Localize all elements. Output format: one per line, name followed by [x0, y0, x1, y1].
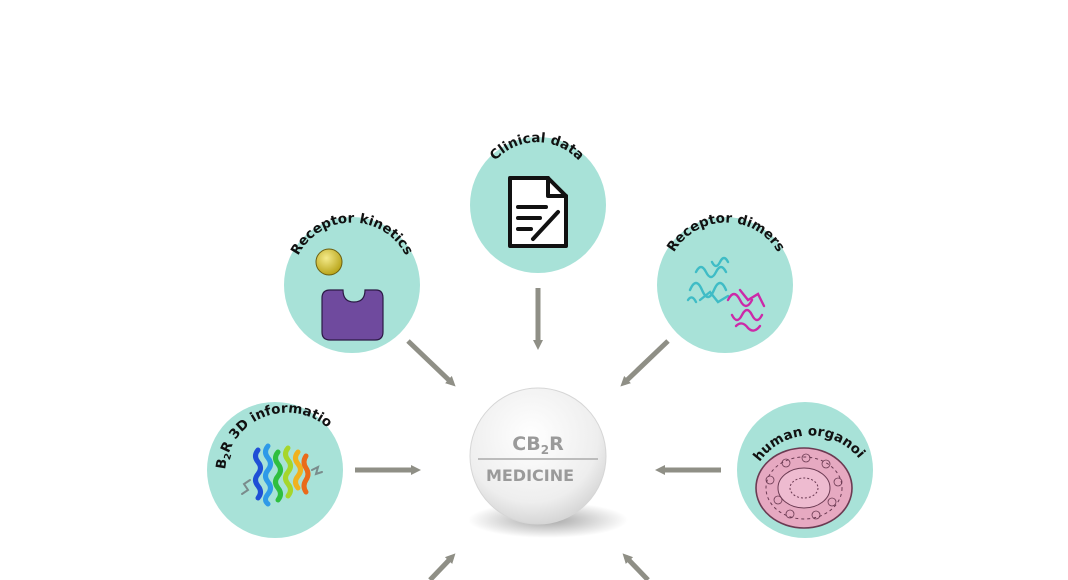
node-receptor-kinetics: Receptor kinetics — [284, 210, 420, 353]
arrow-bottom-right — [622, 553, 650, 580]
node-receptor-dimers: Receptor dimers — [657, 210, 793, 353]
center-pill: CB2R MEDICINE — [468, 387, 628, 538]
ligand-icon — [315, 248, 343, 276]
arrow-bottom-left — [428, 553, 456, 580]
dimer-protein-icon — [686, 256, 766, 332]
node-circle — [284, 217, 420, 353]
pill-body — [469, 387, 607, 525]
arrows — [355, 288, 721, 580]
pill-line2: MEDICINE — [486, 466, 574, 485]
pill-line1: CB2R — [512, 433, 564, 457]
receptor-icon — [321, 289, 384, 341]
document-icon — [508, 176, 568, 248]
node-clinical-data: Clinical data — [470, 130, 606, 273]
node-label: CB2R 3D information — [0, 0, 335, 470]
svg-text:CB2R 3D information: CB2R 3D information — [0, 0, 335, 470]
node-circle — [207, 402, 343, 538]
helix-bundle-icon — [241, 443, 323, 507]
organoid-icon — [755, 447, 853, 529]
arrow-kinetics — [406, 339, 456, 387]
arrow-dimers — [620, 339, 670, 387]
